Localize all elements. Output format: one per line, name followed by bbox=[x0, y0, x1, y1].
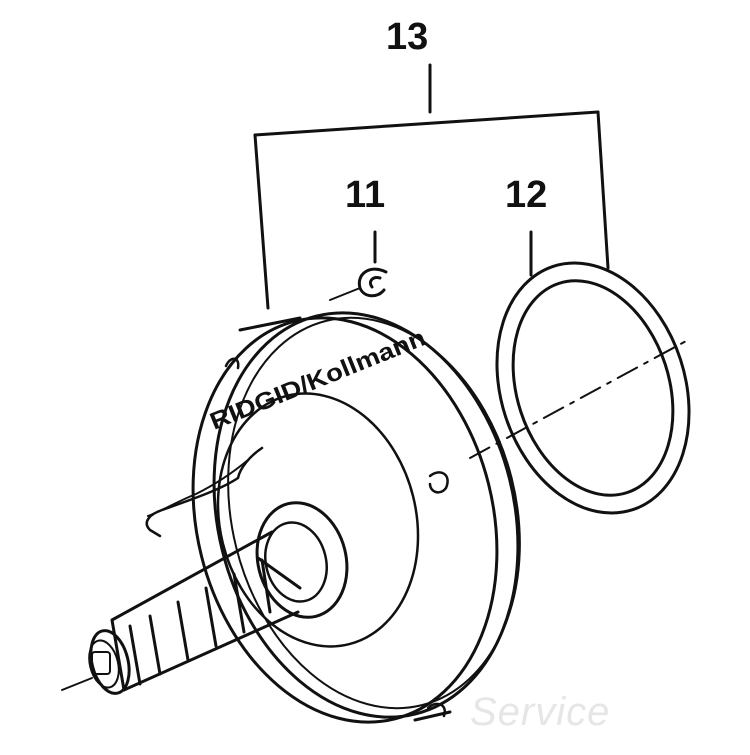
clip-centerline bbox=[329, 287, 361, 301]
callout-13-assembly: 13 bbox=[386, 16, 429, 58]
spring-wire bbox=[145, 446, 264, 538]
axis-centerline bbox=[469, 339, 689, 459]
drive-shaft bbox=[88, 530, 302, 695]
assembly-bracket bbox=[253, 63, 610, 310]
face-recess bbox=[216, 392, 420, 648]
o-ring bbox=[495, 261, 691, 515]
hub-boss bbox=[255, 501, 349, 619]
rim-notch-top bbox=[224, 357, 240, 370]
rim-notch-bottom bbox=[426, 702, 447, 718]
snap-clip bbox=[357, 267, 388, 298]
callout-11-clip: 11 bbox=[345, 174, 386, 216]
spring-wire-inner bbox=[147, 459, 249, 517]
callout-12-ring: 12 bbox=[505, 174, 548, 216]
shaft-centerline bbox=[61, 677, 93, 691]
watermark-text: Service bbox=[470, 690, 611, 734]
rim-notch-right bbox=[428, 471, 449, 494]
